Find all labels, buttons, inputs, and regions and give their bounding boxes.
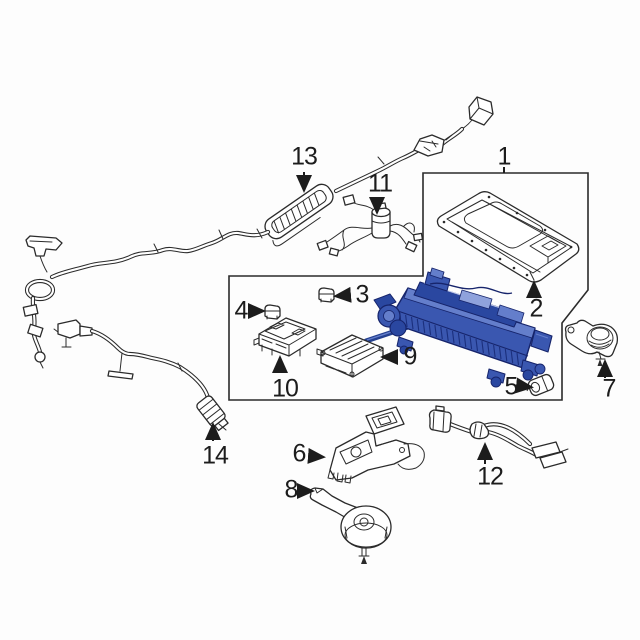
callout-6-label[interactable]: 6 bbox=[292, 439, 307, 468]
callout-14-label[interactable]: 14 bbox=[202, 441, 229, 470]
part-9-drawing bbox=[316, 334, 384, 378]
callout-3-arrow bbox=[333, 286, 352, 303]
callout-8-label[interactable]: 8 bbox=[284, 475, 299, 504]
part-12-drawing bbox=[428, 405, 569, 469]
callout-5-label[interactable]: 5 bbox=[504, 372, 519, 401]
harness-14-drawing bbox=[53, 319, 229, 432]
callout-arrows bbox=[205, 167, 613, 499]
battery-pack-drawing bbox=[363, 267, 553, 388]
part-3-clip-drawing bbox=[318, 287, 335, 303]
callout-box-outline bbox=[228, 172, 589, 401]
part-7-drawing bbox=[564, 319, 619, 366]
callout-10-label[interactable]: 10 bbox=[272, 374, 299, 403]
battery-cover-drawing bbox=[436, 191, 580, 283]
callout-4-label[interactable]: 4 bbox=[234, 296, 249, 325]
part-6-drawing bbox=[327, 406, 425, 484]
part-4-clip-drawing bbox=[264, 304, 281, 320]
callout-1-label[interactable]: 1 bbox=[497, 142, 512, 171]
callout-6-arrow bbox=[307, 447, 326, 464]
callout-7-label[interactable]: 7 bbox=[602, 374, 617, 403]
callout-2-label[interactable]: 2 bbox=[529, 294, 544, 323]
part-8-drawing bbox=[309, 487, 392, 564]
callout-12-label[interactable]: 12 bbox=[477, 462, 504, 491]
callout-5-arrow bbox=[515, 377, 534, 394]
harness-13-drawing bbox=[22, 96, 494, 369]
callout-9-label[interactable]: 9 bbox=[403, 342, 418, 371]
callout-11-label[interactable]: 11 bbox=[368, 169, 393, 198]
callout-13-label[interactable]: 13 bbox=[291, 142, 318, 171]
part-11-drawing bbox=[316, 194, 424, 257]
callout-3-label[interactable]: 3 bbox=[355, 280, 370, 309]
part-10-drawing bbox=[253, 317, 317, 357]
